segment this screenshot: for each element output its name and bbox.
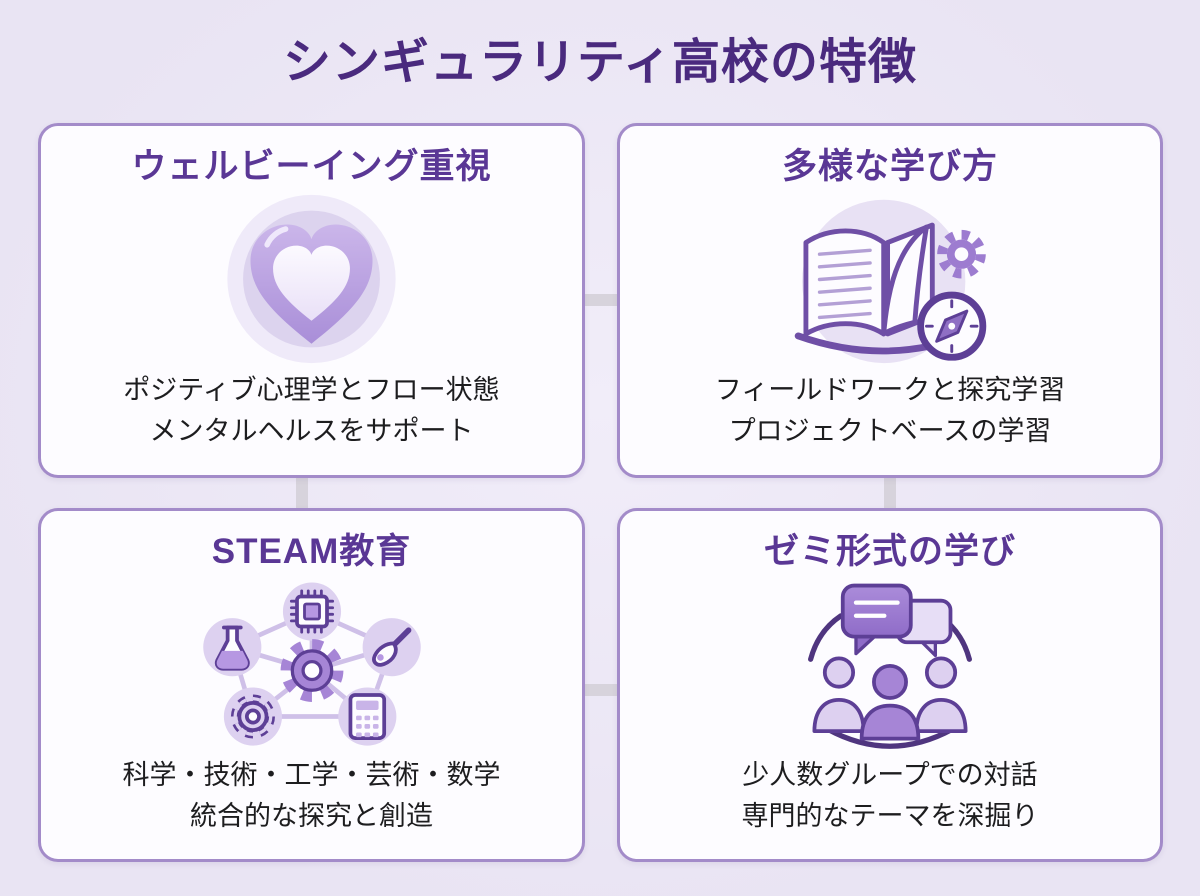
card-seminar: ゼミ形式の学び (617, 508, 1163, 862)
person-left (812, 656, 866, 733)
card-diverse-learning-title: 多様な学び方 (781, 147, 998, 186)
card-steam-line1: 科学・技術・工学・芸術・数学 (122, 760, 501, 790)
chat-bubble-dark (840, 583, 913, 656)
card-wellbeing-line2: メンタルヘルスをサポート (149, 415, 474, 446)
card-steam: STEAM教育 (38, 508, 585, 862)
card-steam-title: STEAM教育 (211, 532, 412, 571)
calculator-glyph (337, 687, 396, 746)
card-seminar-title: ゼミ形式の学び (763, 532, 1016, 571)
card-wellbeing-line1: ポジティブ心理学とフロー状態 (123, 375, 500, 405)
card-diverse-learning-line2: プロジェクトベースの学習 (728, 415, 1052, 446)
card-wellbeing: ウェルビーイング重視 ポジティブ心理学とフロー状態 (38, 123, 585, 478)
gear-outline-glyph (223, 687, 282, 746)
flask-glyph (202, 618, 261, 677)
connector-vertical-left (296, 472, 308, 514)
group-discussion-icon (795, 575, 985, 753)
card-diverse-learning: 多様な学び方 (617, 123, 1163, 478)
card-wellbeing-title: ウェルビーイング重視 (131, 147, 492, 186)
chip-glyph (282, 582, 341, 641)
card-diverse-learning-line1: フィールドワークと探究学習 (714, 375, 1066, 405)
paintbrush-glyph (362, 618, 421, 677)
connector-vertical-right (884, 472, 896, 514)
heart-icon (219, 190, 404, 368)
card-steam-line2: 統合的な探究と創造 (190, 800, 433, 831)
person-right (914, 656, 968, 733)
connector-horizontal-top (579, 294, 623, 306)
connector-horizontal-bottom (579, 684, 623, 696)
person-center (859, 664, 921, 741)
card-seminar-line1: 少人数グループでの対話 (742, 760, 1038, 790)
book-gear-compass-icon (778, 190, 1003, 368)
page-title: シンギュラリティ高校の特徴 (282, 36, 918, 89)
gear-center-glyph (280, 639, 343, 702)
compass-glyph (916, 291, 986, 361)
steam-network-icon (194, 575, 430, 753)
gear-glyph (936, 229, 986, 279)
card-seminar-line2: 専門的なテーマを深掘り (741, 800, 1039, 831)
